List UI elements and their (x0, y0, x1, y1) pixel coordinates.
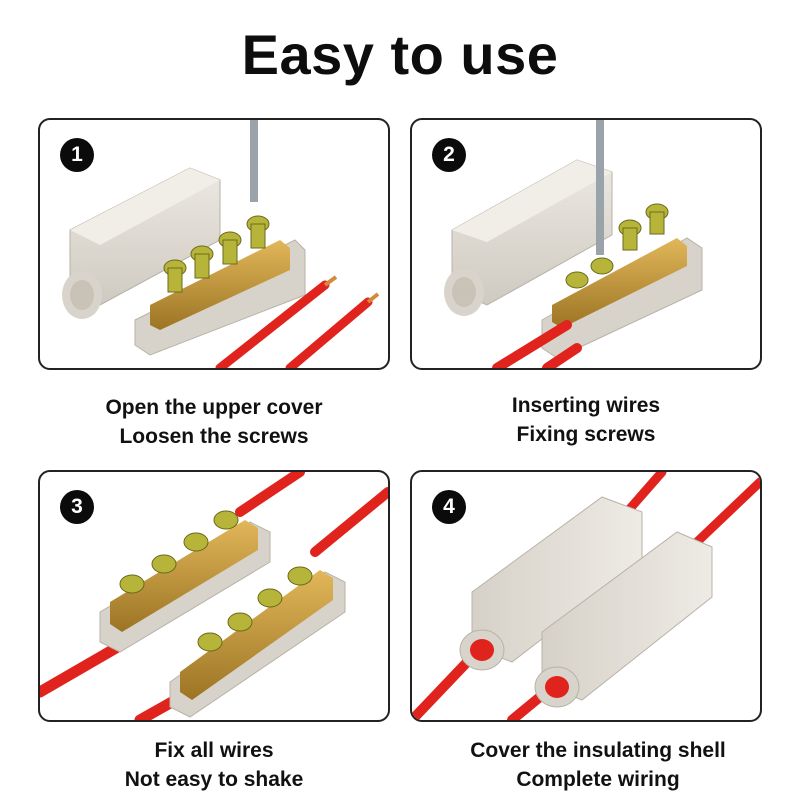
step-2-caption-line1: Inserting wires (511, 394, 661, 417)
step-1-panel: 1 (38, 118, 390, 370)
step-1-badge: 1 (60, 138, 94, 172)
step-2-badge: 2 (432, 138, 466, 172)
step-3-panel: 3 (38, 470, 390, 722)
step-4-badge: 4 (432, 490, 466, 524)
step-4-panel: 4 (410, 470, 762, 722)
step-4-caption-line1: Cover the insulating shell (470, 739, 726, 762)
step-3-photo (40, 472, 388, 720)
step-1-photo (62, 120, 380, 368)
step-4-caption-line2: Complete wiring (516, 768, 680, 791)
step-3-badge: 3 (60, 490, 94, 524)
step-2-caption: Inserting wires Fixing screws (410, 391, 762, 449)
step-3-caption: Fix all wires Not easy to shake (38, 736, 390, 794)
step-4-caption: Cover the insulating shell Complete wiri… (422, 736, 774, 794)
step-1-caption-line2: Loosen the screws (119, 425, 309, 448)
step-2-panel: 2 (410, 118, 762, 370)
step-2-caption-line2: Fixing screws (516, 423, 656, 446)
step-2-photo (444, 120, 703, 368)
page-title: Easy to use (241, 23, 559, 86)
step-3-caption-line2: Not easy to shake (124, 768, 304, 791)
step-4-photo (412, 472, 760, 720)
step-1-caption: Open the upper cover Loosen the screws (38, 393, 390, 451)
step-1-caption-line1: Open the upper cover (105, 396, 323, 419)
step-3-caption-line1: Fix all wires (154, 739, 274, 762)
